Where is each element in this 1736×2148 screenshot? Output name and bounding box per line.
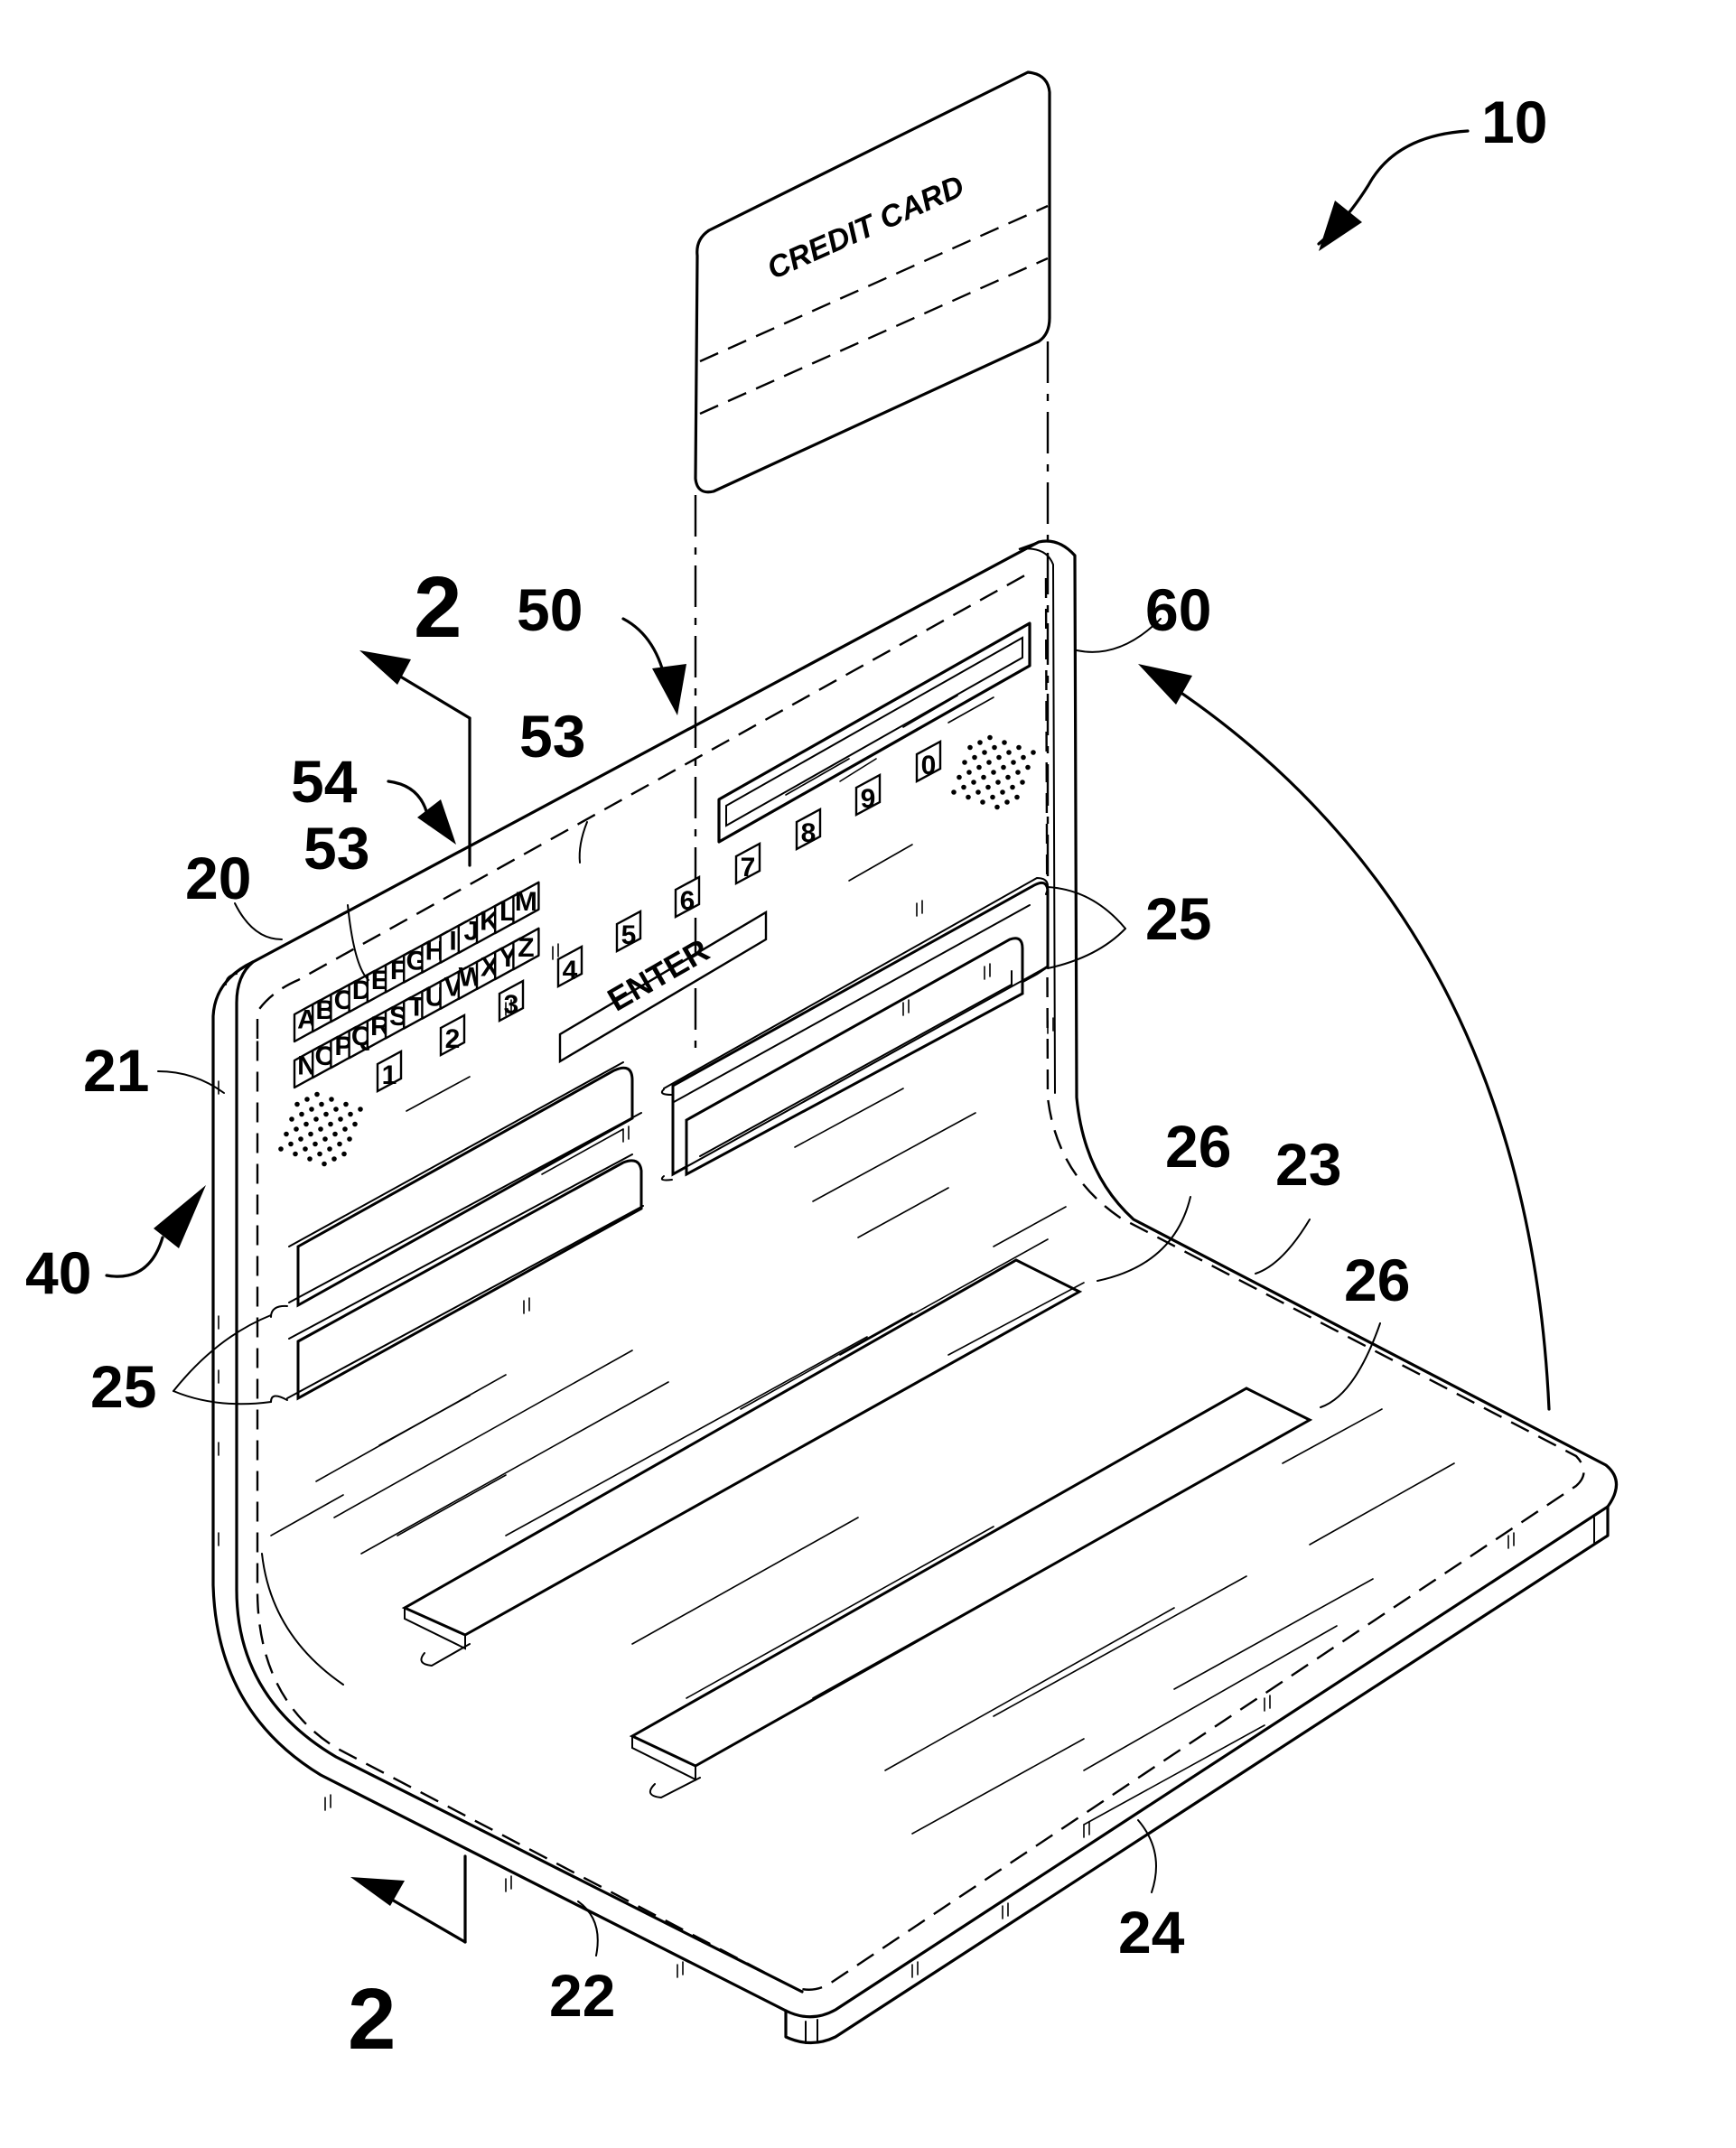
key-1[interactable]: 1	[378, 1051, 401, 1091]
key-9[interactable]: 9	[856, 775, 880, 815]
credit-card: CREDIT CARD	[695, 72, 1050, 492]
key-0[interactable]: 0	[917, 742, 940, 781]
key-label: 9	[861, 784, 876, 814]
card-label: CREDIT CARD	[762, 169, 969, 286]
ref-2-bottom: 2	[348, 1971, 396, 2068]
ref-50: 50	[517, 576, 583, 643]
key-label: 7	[741, 853, 756, 883]
ref-23: 23	[1275, 1131, 1341, 1198]
key-label: Z	[518, 933, 534, 963]
key-label: M	[515, 887, 537, 917]
key-label: 0	[921, 751, 937, 780]
key-5[interactable]: 5	[617, 911, 640, 951]
key-6[interactable]: 6	[676, 877, 699, 917]
ref-26-upper: 26	[1165, 1113, 1231, 1180]
key-4[interactable]: 4	[558, 947, 582, 986]
ref-25-right: 25	[1145, 885, 1211, 952]
ref-53-upper: 53	[519, 703, 585, 770]
key-label: 8	[801, 818, 817, 848]
ref-22: 22	[549, 1962, 615, 2029]
key-label: 4	[563, 956, 578, 985]
ref-25-left: 25	[90, 1353, 156, 1420]
key-label: 6	[680, 886, 695, 916]
key-8[interactable]: 8	[797, 809, 820, 849]
ref-53-left: 53	[303, 815, 369, 882]
key-label: I	[449, 927, 456, 957]
key-label: 2	[445, 1024, 461, 1054]
speaker-grille-left	[278, 1092, 363, 1167]
key-label: 1	[382, 1060, 397, 1090]
base-card-slots	[405, 1260, 1310, 1798]
key-2[interactable]: 2	[441, 1015, 464, 1055]
ref-10: 10	[1481, 89, 1547, 155]
ref-20: 20	[185, 845, 251, 911]
ref-26-lower: 26	[1344, 1247, 1410, 1313]
ref-21: 21	[83, 1037, 149, 1104]
ref-40: 40	[25, 1239, 91, 1306]
ref-2-top: 2	[414, 559, 462, 656]
ref-54: 54	[291, 748, 358, 815]
key-7[interactable]: 7	[736, 844, 760, 883]
ref-60: 60	[1145, 576, 1211, 643]
key-m[interactable]: M	[513, 883, 538, 923]
key-z[interactable]: Z	[513, 929, 538, 969]
key-label: 5	[621, 920, 637, 950]
speaker-grille-right	[951, 735, 1036, 810]
ref-24: 24	[1118, 1899, 1185, 1966]
enter-bar: ENTER	[560, 912, 766, 1061]
